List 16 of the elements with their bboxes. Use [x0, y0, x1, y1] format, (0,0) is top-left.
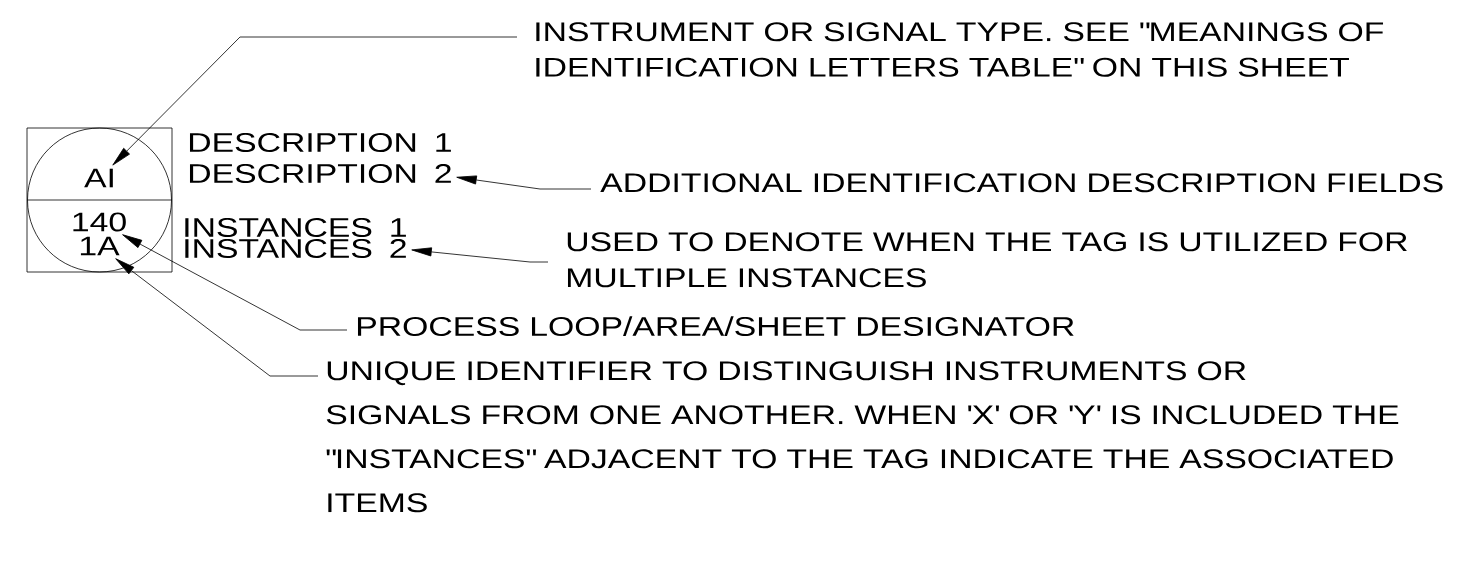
leader-line [115, 258, 319, 377]
loop-number: 140 [73, 212, 126, 232]
callout-text: USED TO DENOTE WHEN THE TAG IS UTILIZED FOR MULTIPLE INSTANCES [567, 232, 1407, 288]
leader-line [122, 234, 348, 331]
callout-text: UNIQUE IDENTIFIER TO DISTINGUISH INSTRUMENTS OR SIGNALS FROM ONE ANOTHER. WHEN 'X' OR 'Y' IS INCLUDED THE "INSTANCES" ADJACENT TO THE TAG INDICATE THE ASSOCIATED ITEMS [326, 361, 1399, 513]
callout-text: INSTRUMENT OR SIGNAL TYPE. SEE "MEANINGS OF IDENTIFICATION LETTERS TABLE" ON THIS SHEET [536, 22, 1383, 77]
leader-line [112, 36, 518, 166]
instances-text: INSTANCES 1 INSTANCES 2 [185, 217, 406, 259]
description-text: DESCRIPTION 1 DESCRIPTION 2 [190, 132, 451, 184]
tag-letters: AI [84, 168, 113, 188]
leader-line [456, 175, 592, 190]
instrument-tag-drawing [26, 127, 173, 273]
suffix-text: 1A [80, 236, 120, 256]
callout-text: PROCESS LOOP/AREA/SHEET DESIGNATOR [358, 316, 1074, 337]
leader-line [411, 247, 549, 263]
callout-text: ADDITIONAL IDENTIFICATION DESCRIPTION FIELDS [600, 173, 1443, 193]
